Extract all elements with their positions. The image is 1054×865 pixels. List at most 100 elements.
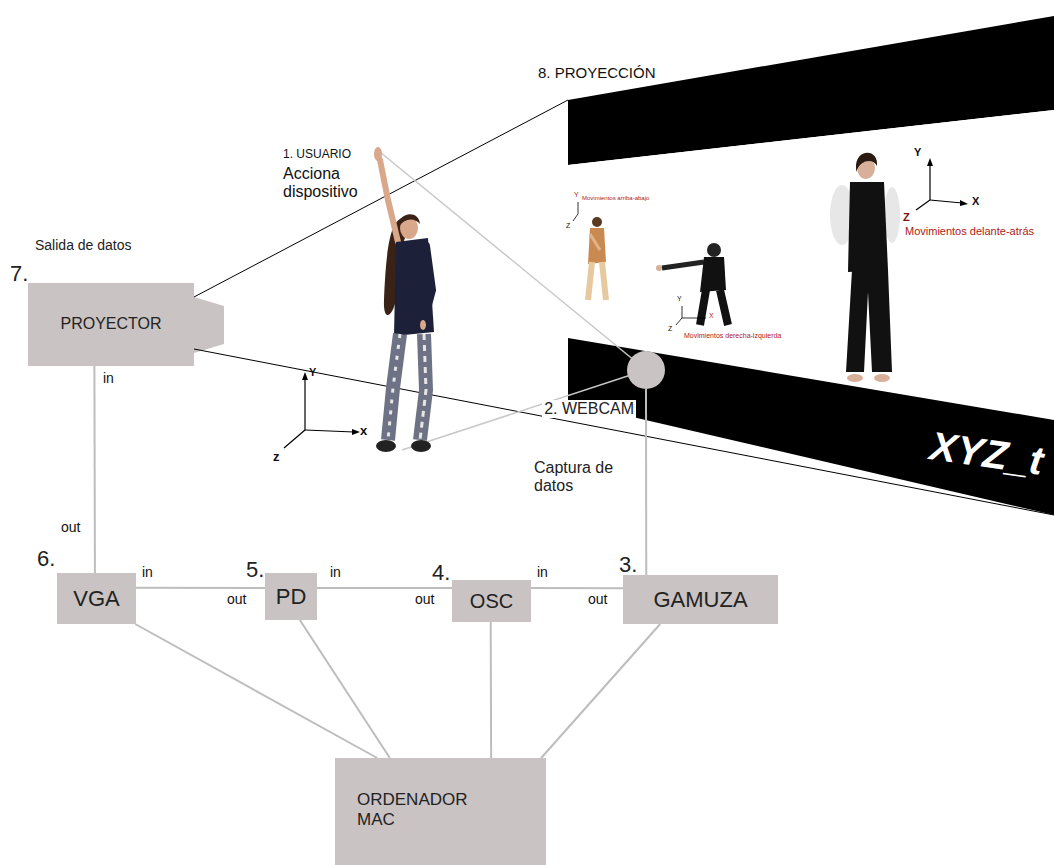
callout-number: 6. <box>37 546 55 571</box>
webcam-symbol <box>627 351 665 389</box>
projector-box: 7.Salida de datosPROYECTOR <box>28 283 194 366</box>
screen-figure <box>590 234 600 250</box>
axis-arrow <box>927 158 933 166</box>
port-label: out <box>227 591 246 607</box>
axis-label: Y <box>309 366 316 379</box>
connector-line <box>317 587 452 589</box>
connector-line <box>531 587 623 589</box>
dancer-hair <box>856 153 877 172</box>
device-label: 2. WEBCAM <box>542 400 636 418</box>
computer-box: ORDENADOR MAC <box>335 758 546 865</box>
screen-figure <box>700 257 726 292</box>
callout-number: 7. <box>10 261 28 286</box>
capture-line <box>402 370 646 450</box>
axis-label: Z <box>903 211 910 224</box>
user-torso <box>394 238 434 336</box>
axis-line <box>573 214 578 221</box>
connector-line <box>645 389 647 575</box>
projection-beam <box>194 100 568 297</box>
dancer-legs <box>846 270 892 372</box>
box-caption: Salida de datos <box>35 237 132 253</box>
axis-label: Z <box>668 325 672 333</box>
projector-lens <box>194 297 224 353</box>
port-label: in <box>537 564 548 580</box>
caption: Movimientos arriba-abajo <box>582 195 649 202</box>
screen-surface <box>568 110 1054 420</box>
motion-blur <box>884 187 900 243</box>
axis-label: Z <box>566 222 570 230</box>
port-label: in <box>142 564 153 580</box>
box-label: GAMUZA <box>653 587 747 612</box>
port-label: in <box>330 564 341 580</box>
output-box: 6.VGA <box>57 573 136 624</box>
caption: Movimientos delante-atrás <box>905 225 1034 238</box>
user-leg <box>388 334 400 440</box>
dancer-torso <box>848 182 888 272</box>
screen-band <box>568 338 1054 515</box>
screen-figure <box>656 265 662 271</box>
box-label: VGA <box>73 586 119 611</box>
projection-beam <box>194 349 1054 515</box>
user-arm <box>380 160 398 242</box>
axis-label: Y <box>914 146 921 159</box>
axis-arrow <box>352 429 360 435</box>
connector-line <box>300 620 390 758</box>
axis-line <box>916 200 930 210</box>
user-leg <box>420 334 426 440</box>
port-label: out <box>588 591 607 607</box>
axis-line <box>930 200 962 203</box>
axis-line <box>682 306 683 318</box>
axis-line <box>676 318 682 325</box>
software-box: 3.GAMUZA <box>623 575 778 624</box>
screen-figure <box>588 262 606 300</box>
user-hand <box>374 147 382 161</box>
dancer-foot <box>847 374 863 382</box>
axis-arrow <box>960 200 968 206</box>
section-title: 8. PROYECCIÓN <box>538 64 656 81</box>
axis-label: Y <box>677 295 682 303</box>
user-hand <box>420 320 426 330</box>
webcam-outline <box>627 351 665 389</box>
section-title: 1. USUARIO <box>283 148 351 162</box>
callout-number: 3. <box>619 552 637 577</box>
software-box: 5.PD <box>265 573 317 620</box>
device-caption: Captura de datos <box>532 459 636 496</box>
box-label: PD <box>276 584 307 609</box>
user-hair <box>398 214 420 228</box>
connector-line <box>136 587 265 589</box>
axis-label: X <box>709 312 714 320</box>
box-label: OSC <box>470 590 513 613</box>
axis-line <box>929 164 930 200</box>
port-label: out <box>415 591 434 607</box>
callout-number: 4. <box>432 560 450 585</box>
screen-figure <box>700 290 728 325</box>
axis-line <box>284 430 305 448</box>
connector-line <box>490 622 492 758</box>
axis-label: x <box>360 424 367 439</box>
screen-figure <box>662 262 704 268</box>
caption: Movimientos derecha-izquierda <box>684 332 781 340</box>
axis-label: Y <box>574 191 579 199</box>
leg-pattern <box>420 334 426 440</box>
screen-figure <box>707 243 721 257</box>
box-label: ORDENADOR MAC <box>357 790 477 829</box>
caption: Acciona dispositivo <box>283 165 375 202</box>
axis-line <box>304 378 305 430</box>
box-label: PROYECTOR <box>60 315 161 333</box>
port-label: in <box>103 370 114 386</box>
connector-line <box>541 624 660 758</box>
leg-pattern <box>388 334 400 440</box>
webcam-circle: 2. WEBCAMCaptura de datos <box>627 351 665 389</box>
user-boot <box>376 440 396 452</box>
connector-line <box>135 624 377 758</box>
axis-label: X <box>972 195 979 208</box>
port-label: out <box>61 519 80 535</box>
software-box: 4.OSC <box>452 580 531 622</box>
user-arm <box>424 246 432 320</box>
user-boot <box>411 440 431 452</box>
watermark: XYZ_t <box>927 422 1046 483</box>
screen-figure <box>588 228 606 264</box>
